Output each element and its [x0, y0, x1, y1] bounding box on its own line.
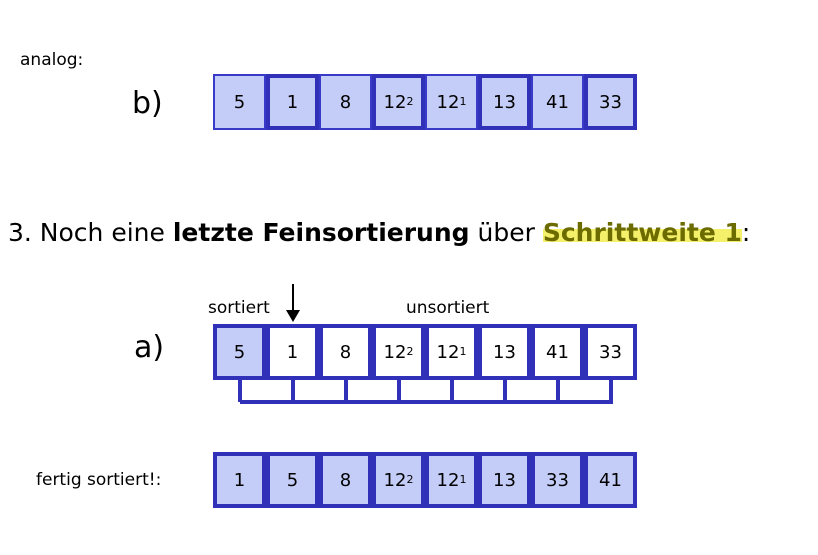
array-cell: 41: [584, 452, 637, 508]
array-cell: 13: [478, 452, 531, 508]
array-cell: 33: [584, 324, 637, 380]
array-cell: 41: [531, 74, 584, 130]
analog-label: analog:: [20, 50, 84, 70]
sorted-label: sortiert: [208, 298, 270, 318]
array-cell: 5: [266, 452, 319, 508]
array-cell: 8: [319, 324, 372, 380]
array-cell: 33: [531, 452, 584, 508]
comparison-bracket: [238, 378, 613, 404]
step-heading: 3. Noch eine letzte Feinsortierung über …: [8, 218, 750, 247]
array-cell: 13: [478, 74, 531, 130]
unsorted-label: unsortiert: [406, 298, 490, 318]
array-cell: 13: [478, 324, 531, 380]
array-cell: 8: [319, 452, 372, 508]
array-cell: 1: [266, 74, 319, 130]
row-b-label: b): [132, 86, 163, 121]
heading-middle: über: [469, 218, 543, 247]
array-cell: 1: [266, 324, 319, 380]
heading-highlight: Schrittweite 1: [542, 218, 742, 247]
array-cell: 1: [213, 452, 266, 508]
heading-suffix: :: [741, 218, 751, 247]
array-cell: 8: [319, 74, 372, 130]
array-cell: 5: [213, 324, 266, 380]
array-cell: 33: [584, 74, 637, 130]
array-cell: 41: [531, 324, 584, 380]
final-sorted-label: fertig sortiert!:: [36, 470, 162, 490]
array-cell: 5: [213, 74, 266, 130]
row-a-label: a): [134, 330, 165, 365]
heading-bold: letzte Feinsortierung: [172, 218, 470, 247]
down-arrow-icon: [286, 284, 300, 322]
heading-prefix: 3. Noch eine: [8, 218, 173, 247]
